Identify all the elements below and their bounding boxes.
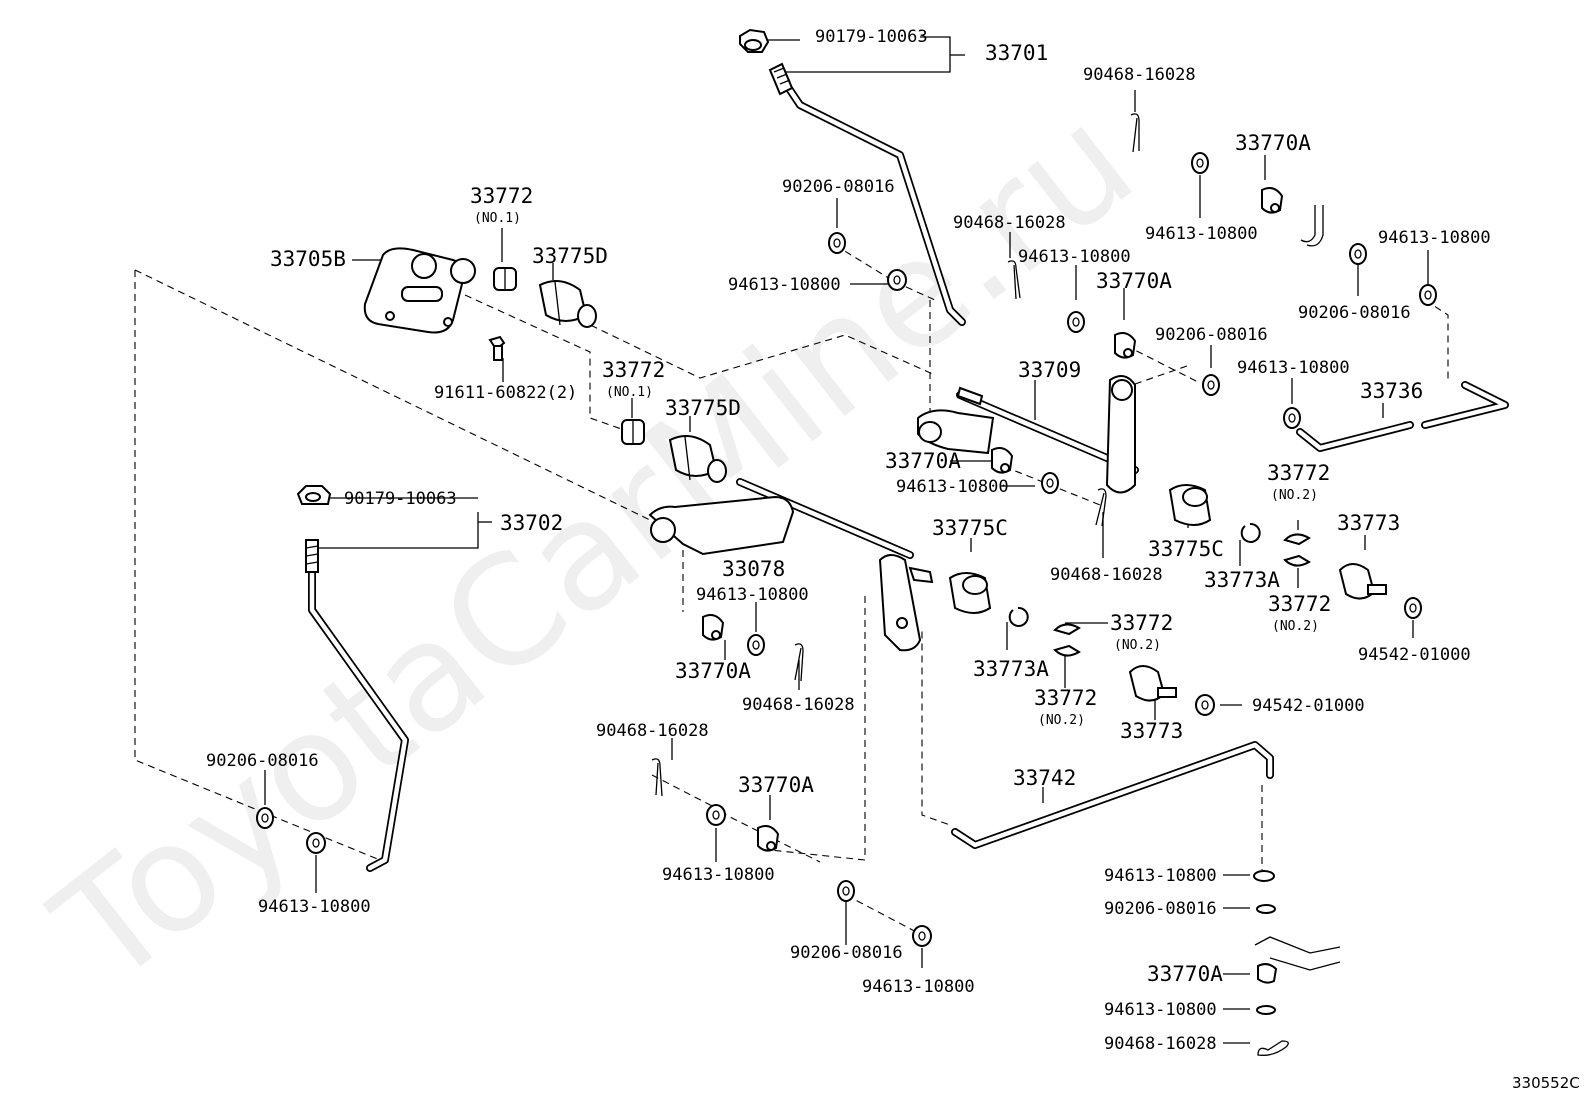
rod-33736 xyxy=(1296,381,1509,452)
nut-33770A-tr xyxy=(1261,187,1284,214)
label-33701: 33701 xyxy=(985,41,1048,65)
label-90206-08016-ll: 90206-08016 xyxy=(206,751,319,771)
label-33772-m1-sub: (NO.2) xyxy=(1114,638,1161,653)
clip-33773A-mid xyxy=(1008,606,1029,627)
label-94542-01000-m: 94542-01000 xyxy=(1252,696,1365,716)
label-33772-a-sub: (NO.1) xyxy=(474,211,521,226)
bushing-33772-no2-mid xyxy=(1053,623,1081,657)
rod-33701 xyxy=(768,62,966,326)
label-33772-a: 33772 xyxy=(470,184,533,208)
clip-33773A-right xyxy=(1240,522,1261,543)
bushing-33775C-right xyxy=(1168,484,1212,526)
lever-shaft-33078 xyxy=(648,478,934,652)
bracket-33705B xyxy=(363,247,476,334)
label-33742: 33742 xyxy=(1013,766,1076,790)
label-33773A-r: 33773A xyxy=(1204,568,1280,592)
label-90206-08016-top: 90206-08016 xyxy=(782,177,895,197)
label-33702: 33702 xyxy=(500,511,563,535)
label-90179-10063-top: 90179-10063 xyxy=(815,27,928,47)
label-90206-08016-bc: 90206-08016 xyxy=(790,943,903,963)
label-90468-16028-c: 90468-16028 xyxy=(1050,565,1163,585)
label-33705B: 33705B xyxy=(270,247,346,271)
assembly-dashed-lines xyxy=(134,244,1449,936)
label-33772-b: 33772 xyxy=(602,358,665,382)
label-33772-r2-sub: (NO.2) xyxy=(1272,619,1319,634)
leader-lines xyxy=(264,36,1429,1044)
bushing-33775C-mid xyxy=(948,572,992,614)
label-91611-60822: 91611-60822(2) xyxy=(434,383,577,403)
bushing-33772-no1-a xyxy=(493,267,517,291)
label-94613-10800-l: 94613-10800 xyxy=(696,585,809,605)
label-33770A-bl: 33770A xyxy=(738,773,814,797)
nut-33770A-bl xyxy=(757,825,780,852)
nut-33770A-c xyxy=(991,447,1014,474)
label-33775C-m: 33775C xyxy=(932,516,1008,540)
bushing-33772-no1-b xyxy=(621,419,645,445)
label-94613-10800-mid2: 94613-10800 xyxy=(1237,358,1350,378)
label-90468-16028-mid: 90468-16028 xyxy=(953,213,1066,233)
bolt-91611 xyxy=(488,335,506,361)
label-90206-08016-mid: 90206-08016 xyxy=(1155,325,1268,345)
ball-joint-33773-mid xyxy=(1128,665,1177,702)
label-94542-01000-r: 94542-01000 xyxy=(1358,645,1471,665)
illustration-code: 330552C xyxy=(1512,1074,1580,1092)
label-90468-16028-tr: 90468-16028 xyxy=(1083,65,1196,85)
label-94613-10800-a: 94613-10800 xyxy=(728,275,841,295)
bracket-lower-right xyxy=(1254,936,1341,971)
label-33775D-a: 33775D xyxy=(532,244,608,268)
label-33772-b-sub: (NO.1) xyxy=(606,385,653,400)
label-33772-m2-sub: (NO.2) xyxy=(1038,713,1085,728)
label-90206-08016-tr: 90206-08016 xyxy=(1298,303,1411,323)
label-33770A-tr: 33770A xyxy=(1235,131,1311,155)
ball-joint-33773-right xyxy=(1338,563,1387,600)
rod-33742 xyxy=(951,741,1274,849)
label-33775C-r: 33775C xyxy=(1148,537,1224,561)
label-94613-10800-ll: 94613-10800 xyxy=(258,897,371,917)
bushing-33772-no2-right xyxy=(1283,533,1311,567)
label-94613-10800-tr1: 94613-10800 xyxy=(1145,224,1258,244)
label-33736: 33736 xyxy=(1360,379,1423,403)
label-33772-m1: 33772 xyxy=(1110,611,1173,635)
label-33773-m: 33773 xyxy=(1120,719,1183,743)
label-33770A-br: 33770A xyxy=(1147,962,1223,986)
label-33773A-m: 33773A xyxy=(973,657,1049,681)
washers xyxy=(256,152,1437,1015)
label-33770A-mid: 33770A xyxy=(1096,269,1172,293)
lever-shaft-33709 xyxy=(917,375,1139,494)
label-90468-16028-bl: 90468-16028 xyxy=(596,721,709,741)
label-94613-10800-bl: 94613-10800 xyxy=(662,865,775,885)
nut-33770A-mid xyxy=(1114,332,1137,359)
nut-90179-left xyxy=(296,485,332,505)
label-90468-16028-l: 90468-16028 xyxy=(742,695,855,715)
label-94613-10800-mid1: 94613-10800 xyxy=(1018,247,1131,267)
label-33772-r1: 33772 xyxy=(1267,461,1330,485)
label-33709: 33709 xyxy=(1018,358,1081,382)
part-labels: 90179-10063 33701 90468-16028 33770A 946… xyxy=(206,27,1580,1092)
label-33078: 33078 xyxy=(722,557,785,581)
nut-33770A-l xyxy=(702,614,725,641)
label-90179-10063-left: 90179-10063 xyxy=(344,489,457,509)
label-94613-10800-c: 94613-10800 xyxy=(896,477,1009,497)
rod-33702 xyxy=(305,539,409,872)
label-94613-10800-tr2: 94613-10800 xyxy=(1378,228,1491,248)
label-33772-r2: 33772 xyxy=(1268,592,1331,616)
nut-90179-top xyxy=(739,28,770,53)
label-94613-10800-bc: 94613-10800 xyxy=(862,977,975,997)
bushing-33775D-a xyxy=(538,280,597,328)
nut-33770A-br xyxy=(1257,963,1278,984)
label-90206-08016-br: 90206-08016 xyxy=(1104,899,1217,919)
label-90468-16028-br: 90468-16028 xyxy=(1104,1034,1217,1054)
label-94613-10800-br1: 94613-10800 xyxy=(1104,866,1217,886)
label-33772-r1-sub: (NO.2) xyxy=(1271,488,1318,503)
cotter-pins xyxy=(651,113,1289,1056)
label-33775D-b: 33775D xyxy=(665,396,741,420)
label-33772-m2: 33772 xyxy=(1034,686,1097,710)
label-94613-10800-br2: 94613-10800 xyxy=(1104,1000,1217,1020)
label-33773-r: 33773 xyxy=(1337,511,1400,535)
bushing-33775D-b xyxy=(668,435,727,483)
label-33770A-l: 33770A xyxy=(675,659,751,683)
label-33770A-c: 33770A xyxy=(885,449,961,473)
hook-top-right xyxy=(1300,205,1324,247)
